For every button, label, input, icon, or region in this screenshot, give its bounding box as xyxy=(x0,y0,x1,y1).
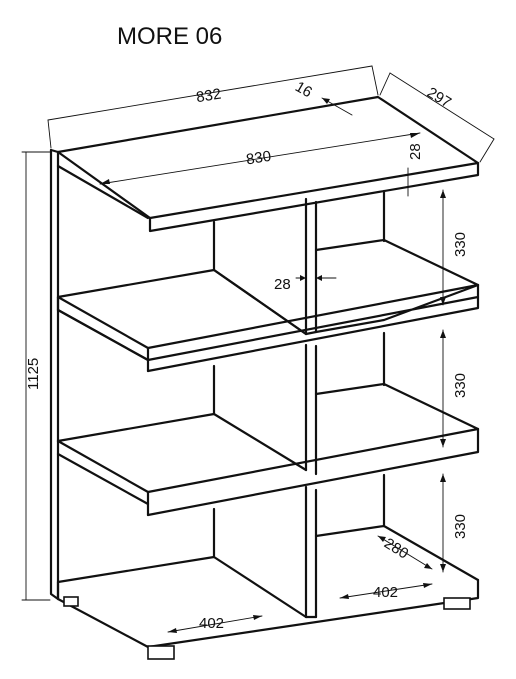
dim-divider-thickness: 28 xyxy=(274,276,291,293)
dim-height: 1125 xyxy=(25,358,42,390)
dim-depth: 297 xyxy=(424,84,454,111)
dim-back-offset: 16 xyxy=(292,78,315,101)
dim-compartment-3: 330 xyxy=(452,514,469,539)
dim-compartment-1: 330 xyxy=(452,232,469,257)
shelf-1-front xyxy=(146,295,480,373)
shelf-2-top-edge xyxy=(56,427,480,494)
dim-left-cell-width: 402 xyxy=(199,615,224,632)
left-side-panel xyxy=(49,148,60,601)
dim-top-inner-width: 830 xyxy=(245,148,272,169)
foot-front-right xyxy=(443,597,471,610)
foot-front-left xyxy=(147,645,175,660)
bottom-back-left xyxy=(56,555,216,584)
shelf-1-top-edge xyxy=(56,283,480,350)
dimension-lines xyxy=(21,65,495,633)
product-title: MORE 06 xyxy=(117,23,222,50)
top-panel-front-edge xyxy=(148,161,480,233)
dim-right-cell-width: 402 xyxy=(373,584,398,601)
bottom-front xyxy=(56,578,480,649)
shelf-2-front xyxy=(146,427,480,517)
foot-left xyxy=(63,596,79,607)
dim-outer-width: 832 xyxy=(195,86,222,107)
shelf-1-outline xyxy=(56,268,480,362)
dim-top-thickness: 28 xyxy=(407,143,424,160)
cabinet xyxy=(49,95,480,660)
left-panel-inner-top xyxy=(56,164,150,220)
bottom-back-right xyxy=(382,524,480,582)
dim-compartment-2: 330 xyxy=(452,373,469,398)
